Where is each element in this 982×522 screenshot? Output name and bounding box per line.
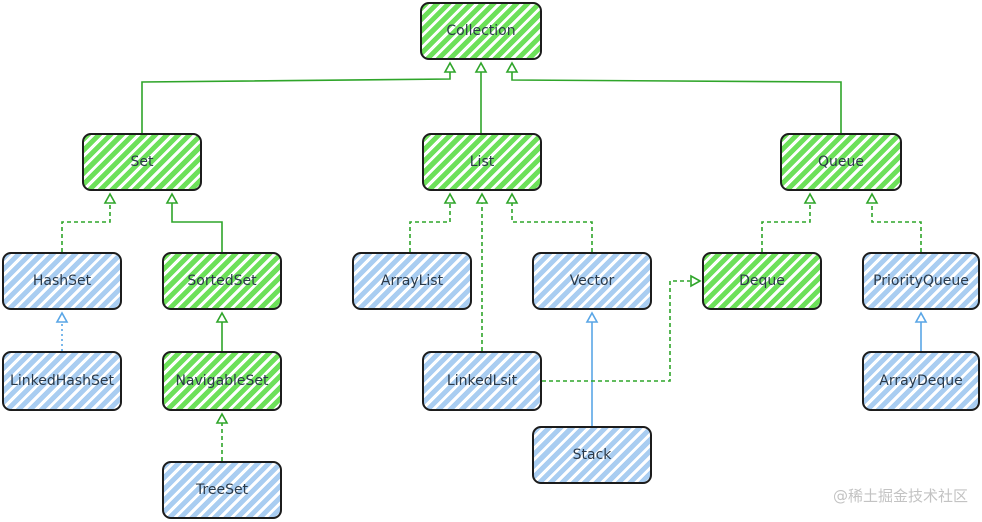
- node-label: Vector: [569, 273, 615, 289]
- edge-arraylist-list: [409, 203, 451, 252]
- node-linkedlist: LinkedLsit: [422, 351, 542, 411]
- node-label: ArrayDeque: [879, 373, 963, 389]
- edge-deque-queue: [761, 203, 811, 252]
- edge-vector-list: [511, 203, 593, 252]
- node-label: LinkedHashSet: [10, 373, 114, 389]
- arrow-queue-collection: [505, 61, 519, 73]
- watermark: @稀土掘金技术社区: [832, 487, 968, 505]
- node-arraylist: ArrayList: [352, 252, 472, 310]
- node-label: List: [469, 154, 495, 170]
- arrow-linkedlist-list: [475, 192, 489, 204]
- edge-priorityqueue-queue: [871, 203, 922, 252]
- node-label: Stack: [572, 447, 612, 463]
- node-linkedhashset: LinkedHashSet: [2, 351, 122, 411]
- arrow-sortedset-set: [165, 192, 179, 204]
- arrow-set-collection: [443, 61, 457, 73]
- edge-linkedlist-deque: [542, 280, 690, 382]
- node-list: List: [422, 133, 542, 191]
- node-hashset: HashSet: [2, 252, 122, 310]
- node-priorityqueue: PriorityQueue: [862, 252, 980, 310]
- arrow-stack-vector: [585, 311, 599, 323]
- arrow-treeset-navigableset: [215, 412, 229, 424]
- node-label: TreeSet: [195, 482, 249, 498]
- node-label: Deque: [739, 273, 785, 289]
- node-label: Queue: [818, 154, 864, 170]
- node-arraydeque: ArrayDeque: [862, 351, 980, 411]
- node-label: ArrayList: [380, 273, 444, 289]
- edge-set-collection: [141, 72, 451, 133]
- node-label: Set: [130, 154, 154, 170]
- arrow-deque-queue: [803, 192, 817, 204]
- edge-queue-collection: [511, 72, 842, 133]
- node-label: PriorityQueue: [873, 273, 969, 289]
- node-queue: Queue: [780, 133, 902, 191]
- node-treeset: TreeSet: [162, 461, 282, 519]
- arrow-hashset-set: [103, 192, 117, 204]
- arrow-priorityqueue-queue: [865, 192, 879, 204]
- node-vector: Vector: [532, 252, 652, 310]
- node-label: Collection: [446, 23, 516, 39]
- arrow-arraydeque-priorityqueue: [914, 311, 928, 323]
- node-label: LinkedLsit: [446, 373, 518, 389]
- node-navigableset: NavigableSet: [162, 351, 282, 411]
- node-label: HashSet: [32, 273, 92, 289]
- node-set: Set: [82, 133, 202, 191]
- arrow-list-collection: [474, 61, 488, 73]
- arrow-navigableset-sortedset: [215, 311, 229, 323]
- node-label: SortedSet: [187, 273, 257, 289]
- edge-hashset-set: [61, 203, 111, 252]
- arrow-linkedhashset-hashset: [55, 311, 69, 323]
- node-deque: Deque: [702, 252, 822, 310]
- arrow-linkedlist-deque: [690, 274, 702, 288]
- node-stack: Stack: [532, 426, 652, 484]
- node-sortedset: SortedSet: [162, 252, 282, 310]
- arrow-vector-list: [505, 192, 519, 204]
- node-label: NavigableSet: [175, 373, 269, 389]
- arrow-arraylist-list: [443, 192, 457, 204]
- edge-sortedset-set: [171, 203, 223, 252]
- node-collection: Collection: [420, 2, 542, 60]
